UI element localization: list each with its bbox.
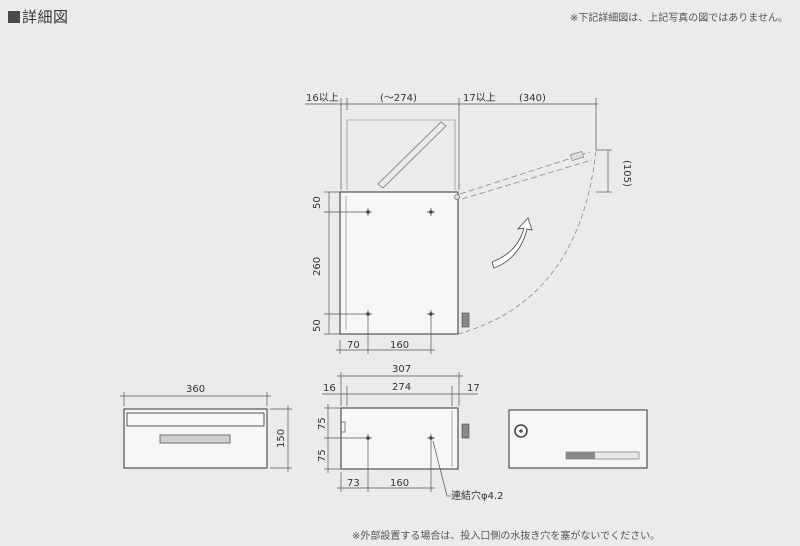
hinge-icon <box>454 194 460 200</box>
open-door-line-top <box>459 151 591 195</box>
dim-left-clear: 16以上 <box>306 92 339 104</box>
hole-icon <box>427 434 435 442</box>
dim-70: 70 <box>347 340 360 351</box>
header: 詳細図 <box>8 6 69 27</box>
hole-icon <box>427 310 435 318</box>
dim-height: 150 <box>276 429 287 448</box>
dim-50-bottom: 50 <box>312 319 323 332</box>
open-flap-outline <box>346 119 456 190</box>
hole-icon <box>364 434 372 442</box>
dim-width: 360 <box>186 384 205 395</box>
open-door-line-bottom <box>461 159 593 200</box>
hole-icon <box>364 310 372 318</box>
leader-line <box>432 440 451 497</box>
dim-160: 160 <box>390 340 409 351</box>
flap-plate <box>377 121 447 189</box>
dim-inner-width: (～274) <box>380 93 417 104</box>
dim-door-height: (105) <box>621 160 632 187</box>
connect-holes <box>364 434 435 442</box>
lock-knob-icon <box>461 312 470 328</box>
front-view: 360 150 <box>120 384 292 472</box>
open-door-knob-icon <box>570 151 584 161</box>
dim-right-clear: 17以上 <box>463 92 496 104</box>
lock-knob-icon <box>461 423 470 439</box>
hole-icon <box>364 208 372 216</box>
bottom-note: ※外部設置する場合は、投入口側の水抜き穴を塞がないでください。 <box>352 531 661 542</box>
title-square-icon <box>8 10 20 23</box>
dim-75-top: 75 <box>317 417 328 430</box>
dim-door-swing: (340) <box>519 93 546 104</box>
dim-274: 274 <box>392 382 411 393</box>
dim-307: 307 <box>392 364 411 375</box>
back-view: 307 16 274 17 75 75 73 160 連結穴φ4.2 <box>317 364 504 502</box>
dim-160: 160 <box>390 478 409 489</box>
dim-17: 17 <box>467 383 480 394</box>
door-swing-arc <box>457 149 597 335</box>
name-plate <box>159 434 231 444</box>
mount-holes <box>364 208 435 318</box>
top-note: ※下記詳細図は、上記写真の図ではありません。 <box>569 13 788 24</box>
dim-73: 73 <box>347 478 360 489</box>
side-view <box>508 409 648 469</box>
dim-16: 16 <box>323 383 336 394</box>
dim-260: 260 <box>312 257 323 276</box>
page-title: 詳細図 <box>22 8 69 26</box>
front-slot <box>126 412 265 427</box>
top-view-box <box>339 191 459 335</box>
hole-icon <box>427 208 435 216</box>
hole-label: 連結穴φ4.2 <box>451 489 504 502</box>
dim-50-top: 50 <box>312 196 323 209</box>
back-view-box <box>340 407 459 470</box>
top-view: 16以上 (～274) 17以上 (340) (105) <box>305 92 632 354</box>
label-plate-dark <box>566 452 595 459</box>
drain-notch <box>341 421 346 433</box>
dim-75-bottom: 75 <box>317 449 328 462</box>
rotate-arrow-icon <box>491 217 533 269</box>
